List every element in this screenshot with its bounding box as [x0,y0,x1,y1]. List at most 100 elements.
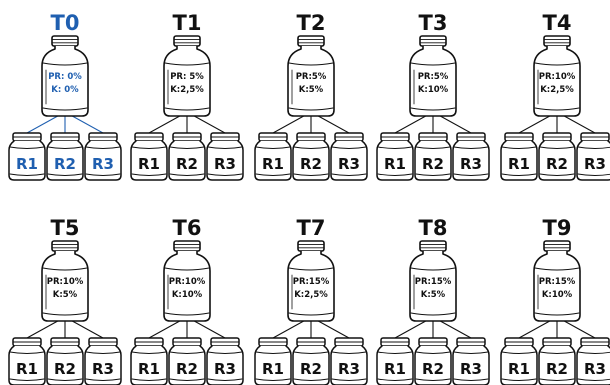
replicate-jar-icon [452,337,490,385]
mother-jar-icon [287,35,335,117]
replicate-jar-icon [206,337,244,385]
replicate-label: R3 [92,360,114,378]
replicate-label: R1 [16,155,38,173]
replicate-jar-icon [500,337,538,385]
replicate-label: R2 [546,360,568,378]
replicate-jar-icon [206,132,244,181]
pr-label: PR:15% [293,277,330,287]
replicate-label: R3 [92,155,114,173]
pr-label: PR:15% [415,277,452,287]
replicate-label: R2 [300,155,322,173]
mother-jar-icon [287,240,335,322]
replicate-jar-icon [84,337,122,385]
replicate-label: R1 [16,360,38,378]
k-label: K:10% [542,290,573,300]
replicate-label: R3 [214,155,236,173]
pr-label: PR:10% [169,277,206,287]
replicate-label: R2 [300,360,322,378]
replicate-jar-icon [46,132,84,181]
pr-label: PR: 0% [48,72,82,82]
replicate-jar-icon [414,337,452,385]
replicate-label: R3 [214,360,236,378]
replicate-jar-icon [292,337,330,385]
replicate-label: R2 [54,360,76,378]
k-label: K:2,5% [170,85,204,95]
treatment-title: T4 [543,11,572,35]
replicate-label: R3 [584,360,606,378]
pr-label: PR:10% [539,72,576,82]
replicate-label: R1 [384,360,406,378]
mother-jar-icon [409,240,457,322]
mother-jar-icon [533,35,581,117]
replicate-label: R2 [422,155,444,173]
replicate-jar-icon [414,132,452,181]
replicate-jar-icon [576,337,610,385]
pr-label: PR:5% [296,72,327,82]
mother-jar-icon [163,240,211,322]
replicate-jar-icon [538,132,576,181]
mother-jar-icon [533,240,581,322]
replicate-jar-icon [452,132,490,181]
replicate-jar-icon [46,337,84,385]
replicate-label: R3 [460,155,482,173]
replicate-jar-icon [254,337,292,385]
replicate-label: R2 [176,155,198,173]
treatment-title: T2 [297,11,326,35]
replicate-jar-icon [330,132,368,181]
mother-jar-icon [163,35,211,117]
k-label: K:5% [299,85,324,95]
replicate-label: R1 [262,155,284,173]
k-label: K:5% [53,290,78,300]
replicate-jar-icon [168,337,206,385]
replicate-label: R2 [54,155,76,173]
replicate-label: R1 [262,360,284,378]
pr-label: PR:10% [47,277,84,287]
treatment-title: T7 [297,216,326,240]
replicate-jar-icon [500,132,538,181]
replicate-jar-icon [8,337,46,385]
replicate-jar-icon [254,132,292,181]
replicate-jar-icon [130,337,168,385]
replicate-jar-icon [576,132,610,181]
mother-jar-icon [41,240,89,322]
replicate-label: R3 [338,155,360,173]
treatment-title: T6 [173,216,202,240]
pr-label: PR:15% [539,277,576,287]
replicate-jar-icon [84,132,122,181]
replicate-jar-icon [376,132,414,181]
replicate-label: R2 [422,360,444,378]
k-label: K: 0% [51,85,79,95]
replicate-jar-icon [8,132,46,181]
replicate-label: R3 [460,360,482,378]
treatment-title: T9 [543,216,572,240]
replicate-label: R3 [338,360,360,378]
replicate-label: R1 [508,155,530,173]
treatment-title: T0 [51,11,80,35]
replicate-label: R2 [546,155,568,173]
replicate-jar-icon [168,132,206,181]
treatment-title: T3 [419,11,448,35]
pr-label: PR:5% [418,72,449,82]
replicate-label: R1 [138,155,160,173]
k-label: K:2,5% [540,85,574,95]
treatment-title: T5 [51,216,80,240]
pr-label: PR: 5% [170,72,204,82]
replicate-jar-icon [292,132,330,181]
k-label: K:10% [418,85,449,95]
replicate-jar-icon [330,337,368,385]
replicate-label: R1 [508,360,530,378]
k-label: K:5% [421,290,446,300]
mother-jar-icon [409,35,457,117]
